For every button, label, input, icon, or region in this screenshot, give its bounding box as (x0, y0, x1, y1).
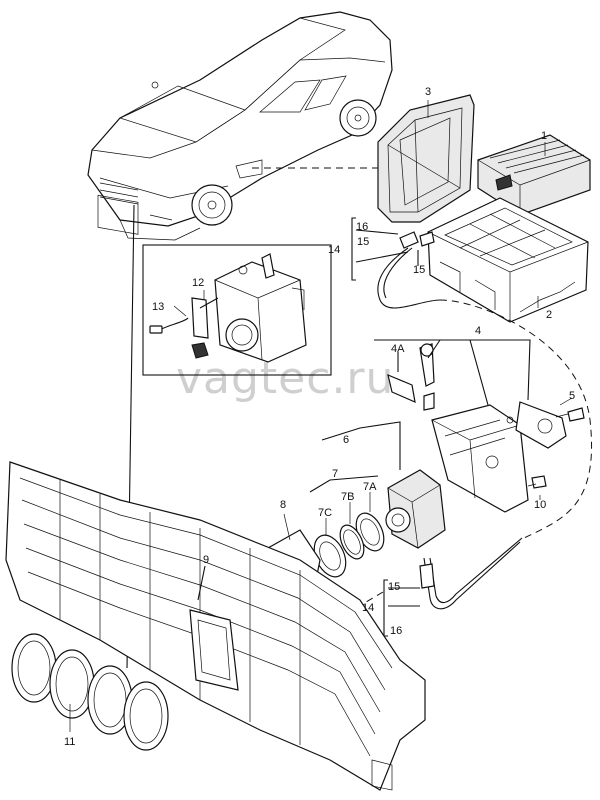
car-illustration (87, 11, 393, 241)
callout-7c: 7C (318, 507, 332, 519)
callout-15-bottom: 15 (388, 581, 400, 593)
control-unit-icon (477, 134, 591, 216)
callout-3: 3 (425, 86, 431, 98)
callout-9: 9 (203, 554, 209, 566)
ring-7b-icon (339, 524, 365, 560)
callout-16-bottom: 16 (390, 625, 402, 637)
callout-16-top: 16 (356, 221, 368, 233)
callout-4a: 4A (391, 343, 405, 355)
callout-10: 10 (534, 499, 546, 511)
callout-2: 2 (546, 309, 552, 321)
bottom-connector-icon (419, 537, 523, 610)
housing-base-icon (427, 197, 589, 323)
callout-7: 7 (332, 468, 338, 480)
callout-5: 5 (569, 390, 575, 402)
callout-14-bottom: 14 (362, 602, 374, 614)
callout-1: 1 (541, 130, 547, 142)
callout-12: 12 (192, 277, 204, 289)
callout-7b: 7B (341, 491, 354, 503)
callout-4: 4 (475, 325, 481, 337)
callout-11: 11 (64, 736, 75, 748)
callout-13: 13 (152, 301, 164, 313)
callout-14-top: 14 (328, 244, 340, 256)
callout-7a: 7A (363, 481, 377, 493)
grille-icon (5, 461, 426, 791)
watermark: vagtec.ru (176, 353, 394, 404)
detail-inset-frame (142, 244, 332, 376)
badge-rings-icon (11, 633, 169, 751)
camera-unit-icon (385, 469, 446, 549)
callout-15-top-b: 15 (413, 264, 425, 276)
inset-camera-icon (191, 253, 307, 363)
screw-10-icon (527, 475, 547, 489)
camera-bracket-icon (431, 401, 567, 513)
housing-cover-icon (377, 94, 475, 223)
callout-15-top-a: 15 (357, 236, 369, 248)
screw-5-icon (555, 407, 585, 422)
callout-8: 8 (280, 499, 286, 511)
callout-6: 6 (343, 434, 349, 446)
